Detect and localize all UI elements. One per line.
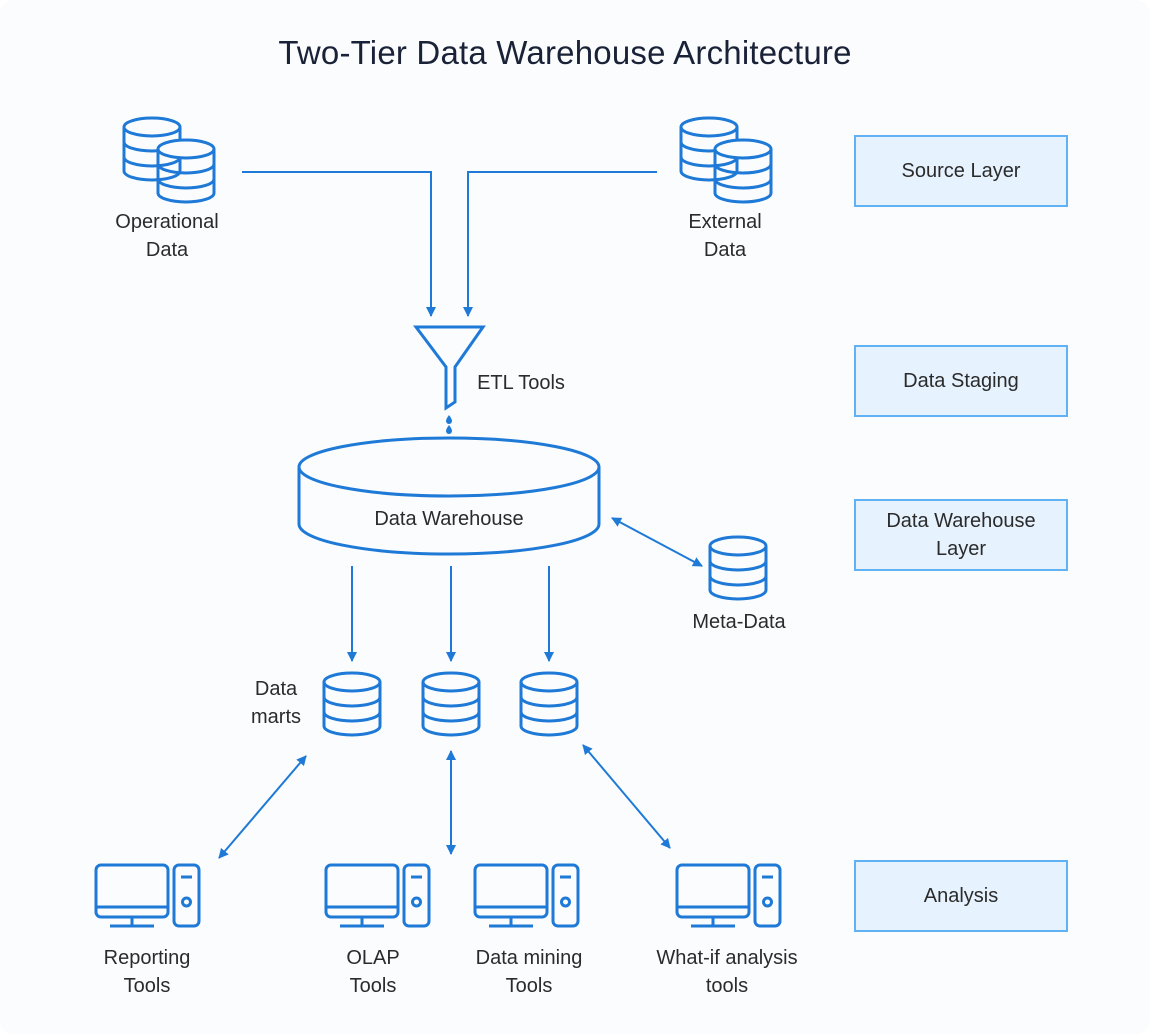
reporting-tools-label: Reporting Tools (103, 947, 191, 997)
meta-data-label: Meta-Data (692, 611, 786, 633)
operational-data-icon (122, 116, 216, 204)
data-warehouse-cylinder-icon (297, 436, 601, 556)
funnel-icon (413, 325, 486, 434)
mart-whatif-arrow (582, 744, 671, 849)
layer-data-warehouse: Data Warehouse Layer (854, 499, 1068, 571)
layer-source: Source Layer (854, 135, 1068, 207)
whatif-analysis-tools-label: What-if analysis tools (656, 947, 798, 997)
data-mart-2-icon (421, 671, 481, 737)
olap-tools-label: OLAP Tools (346, 947, 400, 997)
external-to-etl-arrow (463, 171, 657, 317)
diagram-title: Two-Tier Data Warehouse Architecture (278, 34, 852, 71)
data-warehouse-label: Data Warehouse (374, 508, 524, 530)
mart-reporting-arrow (218, 755, 307, 859)
layer-analysis: Analysis (854, 860, 1068, 932)
layer-source-label: Source Layer (901, 160, 1021, 182)
data-mart-1-icon (322, 671, 382, 737)
olap-computer-icon (324, 863, 431, 928)
reporting-computer-icon (94, 863, 201, 928)
layer-analysis-label: Analysis (923, 885, 999, 907)
warehouse-metadata-arrow (611, 517, 703, 567)
operational-data-label: Operational Data (115, 211, 219, 261)
metadata-database-icon (708, 535, 768, 601)
data-marts-label: Data marts (251, 678, 301, 728)
external-data-label: External Data (688, 211, 762, 261)
etl-tools-label: ETL Tools (477, 372, 565, 394)
whatif-computer-icon (675, 863, 782, 928)
layer-data-staging: Data Staging (854, 345, 1068, 417)
layer-data-staging-label: Data Staging (903, 370, 1019, 392)
data-mining-computer-icon (473, 863, 580, 928)
layer-data-warehouse-label: Data Warehouse Layer (886, 510, 1036, 560)
data-mining-tools-label: Data mining Tools (475, 947, 583, 997)
external-data-icon (679, 116, 773, 204)
operational-to-etl-arrow (242, 171, 436, 317)
data-mart-3-icon (519, 671, 579, 737)
